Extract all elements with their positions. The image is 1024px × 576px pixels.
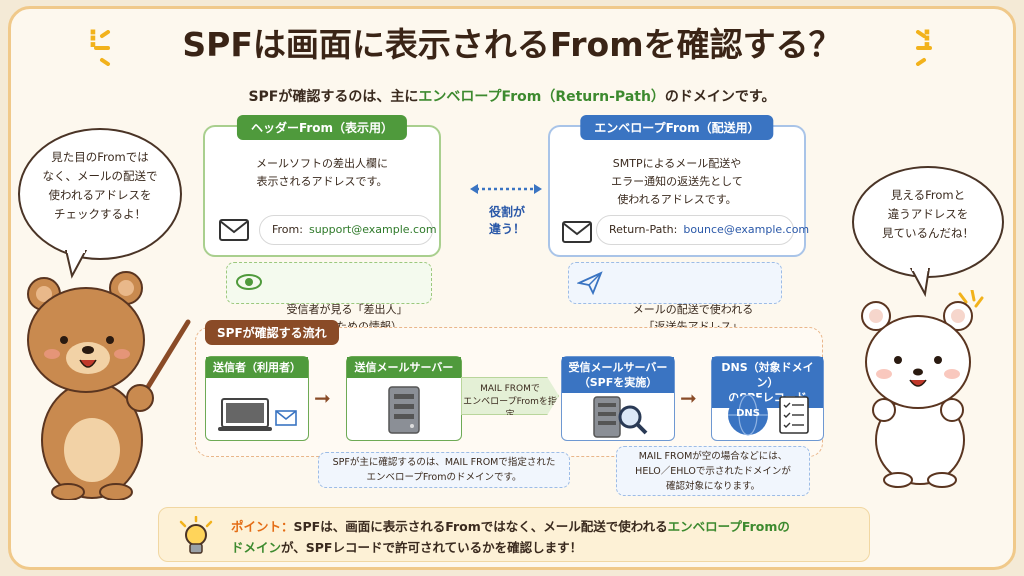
header-from-tab: ヘッダーFrom（表示用） — [236, 115, 408, 140]
sparkle-right-icon: ⁝ — [922, 24, 932, 54]
server-icon — [388, 386, 420, 434]
sparkle-left-icon: ⁝ — [88, 24, 98, 54]
sender-node: 送信者（利用者） — [205, 356, 309, 441]
envelope-icon — [562, 221, 592, 243]
sparkle-left-icon — [94, 30, 110, 66]
lightbulb-icon — [179, 516, 213, 554]
return-path-value: bounce@example.com — [683, 223, 810, 236]
bubble-tail — [64, 250, 88, 279]
header-from-address: From: support@example.com — [259, 215, 437, 245]
envelope-from-note: メールの配送で使われる 「返送先アドレス」 — [568, 262, 782, 333]
from-value: support@example.com — [308, 223, 437, 236]
paper-plane-icon — [577, 271, 603, 295]
bubble-tail — [909, 268, 931, 298]
point-label: ポイント： — [231, 519, 294, 534]
header-from-note: 受信者が見る「差出人」 （表示のための情報） — [226, 262, 432, 333]
from-label: From: — [272, 223, 303, 236]
return-path-address: Return-Path: bounce@example.com — [596, 215, 809, 245]
white-bear-illustration — [861, 290, 984, 488]
role-differ-label: 役割が 違う！ — [488, 205, 525, 236]
recv-server-label: 受信メールサーバー （SPFを実施） — [562, 357, 674, 393]
flow-arrow-icon: ➞ — [314, 386, 331, 410]
subtitle: SPFが確認するのは、主にエンベロープFrom（Return-Path）のドメイ… — [0, 86, 1024, 106]
brown-bear-illustration — [27, 271, 191, 500]
dns-globe-icon — [728, 394, 809, 436]
flow-note-right: MAIL FROMが空の場合などには、 HELO／EHLOで示されたドメインが … — [616, 446, 810, 496]
subtitle-prefix: SPFが確認するのは、主に — [248, 89, 419, 105]
header-from-desc: メールソフトの差出人欄に 表示されるアドレスです。 — [256, 157, 388, 188]
subtitle-highlight: エンベロープFrom（Return-Path） — [418, 89, 665, 105]
send-server-node: 送信メールサーバー — [346, 356, 462, 441]
flow-note-left: SPFが主に確認するのは、MAIL FROMで指定された エンベロープFromの… — [318, 452, 570, 488]
point-highlight-1: エンベロープFromの — [667, 519, 790, 534]
point-text-1: SPFは、画面に表示されるFromではなく、メール配送で使われる — [293, 519, 668, 534]
header-from-card: ヘッダーFrom（表示用） メールソフトの差出人欄に 表示されるアドレスです。 … — [203, 115, 441, 257]
envelope-from-desc: SMTPによるメール配送や エラー通知の返送先として 使われるアドレスです。 — [611, 157, 743, 206]
point-box: ポイント：SPFは、画面に表示されるFromではなく、メール配送で使われるエンベ… — [158, 507, 870, 562]
send-server-label: 送信メールサーバー — [347, 357, 461, 378]
flow-arrow-icon: ➞ — [680, 386, 697, 410]
dns-node: DNS（対象ドメイン） のSPFレコード DNS — [711, 356, 824, 441]
page-title: SPFは画面に表示されるFromを確認する？ — [182, 25, 842, 64]
subtitle-suffix: のドメインです。 — [664, 89, 776, 105]
double-arrow-icon — [470, 184, 542, 194]
eye-icon — [236, 274, 262, 290]
laptop-icon — [218, 398, 297, 431]
sparkle-right-icon — [916, 30, 932, 66]
envelope-from-card: エンベロープFrom（配送用） SMTPによるメール配送や エラー通知の返送先と… — [548, 115, 809, 257]
point-text-2: が、SPFレコードで許可されているかを確認します！ — [281, 540, 583, 555]
server-search-icon — [593, 396, 648, 438]
flow-title: SPFが確認する流れ — [205, 320, 339, 345]
point-highlight-2: ドメイン — [231, 540, 282, 555]
right-speech-bubble: 見えるFromと 違うアドレスを 見ているんだね！ — [852, 166, 1004, 278]
recv-server-node: 受信メールサーバー （SPFを実施） — [561, 356, 675, 441]
return-path-label: Return-Path: — [609, 223, 678, 236]
dns-globe-label: DNS — [736, 408, 760, 419]
left-speech-bubble: 見た目のFromでは なく、メールの配送で 使われるアドレスを チェックするよ！ — [18, 128, 182, 260]
mail-from-arrow: MAIL FROMで エンベロープFromを指定 — [461, 377, 559, 415]
envelope-from-tab: エンベロープFrom（配送用） — [580, 115, 774, 140]
point-text: ポイント：SPFは、画面に表示されるFromではなく、メール配送で使われるエンベ… — [231, 516, 790, 558]
sender-label: 送信者（利用者） — [206, 357, 308, 378]
envelope-icon — [219, 219, 249, 241]
